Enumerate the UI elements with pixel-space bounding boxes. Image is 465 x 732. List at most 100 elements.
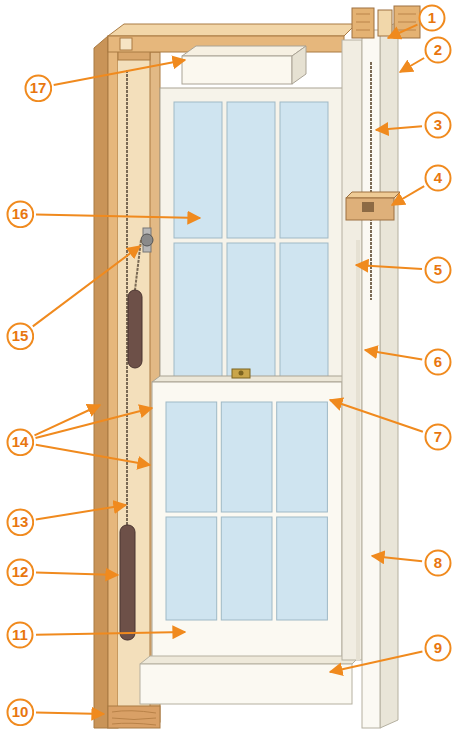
- leader-arrows: [388, 25, 417, 38]
- lower-sash: [166, 517, 217, 620]
- lower-sash: [152, 382, 342, 662]
- callout-number: 14: [6, 428, 35, 457]
- callout-circle: 5: [424, 256, 452, 284]
- leader-arrows: [36, 445, 150, 465]
- left-window-box: [94, 36, 160, 728]
- callout-circle: 12: [6, 558, 35, 587]
- callout-circle: 6: [424, 348, 452, 376]
- callout-circle: 4: [424, 164, 452, 192]
- left-window-box: [118, 60, 150, 708]
- upper-sash: [280, 243, 328, 380]
- leader-arrows: [365, 350, 422, 359]
- window-head: [292, 46, 306, 84]
- callout-number: 12: [6, 558, 35, 587]
- leader-arrows: [36, 505, 126, 520]
- upper-sash: [227, 243, 275, 380]
- window-sill: [140, 664, 352, 704]
- window-sill: [140, 656, 360, 704]
- callout-number: 6: [424, 348, 452, 376]
- callout-circle: 1: [418, 4, 446, 32]
- window-head: [108, 24, 356, 36]
- window-head: [108, 24, 356, 84]
- callout-circle: 13: [6, 508, 35, 537]
- callout-number: 13: [6, 508, 35, 537]
- head-section-cut: [352, 8, 374, 38]
- upper-sash: [160, 82, 352, 388]
- upper-sash: [160, 88, 344, 388]
- leader-arrows: [36, 712, 104, 714]
- leader-arrows: [372, 556, 422, 561]
- window-head: [182, 46, 306, 56]
- lower-sash: [152, 369, 350, 662]
- leader-arrows: [400, 58, 424, 72]
- callout-circle: 11: [6, 621, 34, 649]
- right-jamb: [356, 240, 360, 660]
- sash-cords-and-weights: [141, 234, 153, 246]
- callout-circle: 7: [424, 423, 452, 451]
- lower-sash: [239, 371, 244, 376]
- callout-number: 8: [424, 549, 452, 577]
- leader-arrows: [330, 652, 422, 673]
- callout-number: 9: [424, 634, 452, 662]
- leader-arrows: [356, 265, 422, 269]
- leader-arrows: [54, 60, 185, 85]
- right-jamb: [362, 202, 374, 212]
- head-section-cut: [378, 10, 392, 36]
- upper-sash: [227, 102, 275, 238]
- lower-sash: [221, 402, 272, 512]
- left-window-box: [94, 36, 108, 728]
- head-section-cut: [352, 6, 420, 38]
- callout-number: 15: [6, 322, 35, 351]
- callout-number: 3: [424, 111, 452, 139]
- lower-sash: [152, 376, 350, 382]
- leader-arrows: [36, 214, 200, 218]
- callout-circle: 17: [24, 74, 53, 103]
- lower-sash: [277, 517, 328, 620]
- leader-arrows: [330, 400, 423, 432]
- left-window-box: [108, 36, 118, 728]
- lower-sash: [221, 517, 272, 620]
- lower-sash: [166, 402, 217, 512]
- callout-circle: 2: [424, 36, 452, 64]
- right-jamb: [346, 192, 400, 198]
- leader-arrows: [36, 573, 118, 576]
- lower-sash: [277, 402, 328, 512]
- left-window-box: [112, 711, 156, 725]
- lower-sash: [232, 369, 250, 378]
- callout-number: 4: [424, 164, 452, 192]
- callout-circle: 3: [424, 111, 452, 139]
- right-jamb: [346, 198, 394, 220]
- sash-cords-and-weights: [120, 525, 135, 640]
- sash-cords-and-weights: [128, 290, 142, 368]
- window-head: [182, 56, 292, 84]
- callout-circle: 10: [6, 698, 35, 727]
- leader-arrows: [33, 25, 424, 714]
- upper-sash: [280, 102, 328, 238]
- callout-number: 10: [6, 698, 35, 727]
- callout-circle: 14: [6, 428, 35, 457]
- callout-number: 5: [424, 256, 452, 284]
- leader-arrows: [36, 632, 185, 635]
- right-jamb: [370, 62, 372, 300]
- callout-number: 1: [418, 4, 446, 32]
- window-sill: [140, 656, 360, 664]
- leader-arrows: [392, 186, 424, 205]
- callout-circle: 9: [424, 634, 452, 662]
- leader-arrows: [33, 246, 140, 326]
- callout-circle: 8: [424, 549, 452, 577]
- upper-sash: [174, 243, 222, 380]
- callout-number: 17: [24, 74, 53, 103]
- right-jamb: [342, 40, 362, 660]
- head-section-cut: [356, 14, 416, 30]
- left-window-box: [108, 706, 160, 728]
- right-jamb: [362, 30, 380, 728]
- window-head: [120, 38, 132, 50]
- leader-arrows: [36, 408, 153, 438]
- callout-number: 11: [6, 621, 34, 649]
- callout-number: 2: [424, 36, 452, 64]
- sash-cords-and-weights: [120, 70, 153, 640]
- callout-number: 16: [6, 200, 35, 229]
